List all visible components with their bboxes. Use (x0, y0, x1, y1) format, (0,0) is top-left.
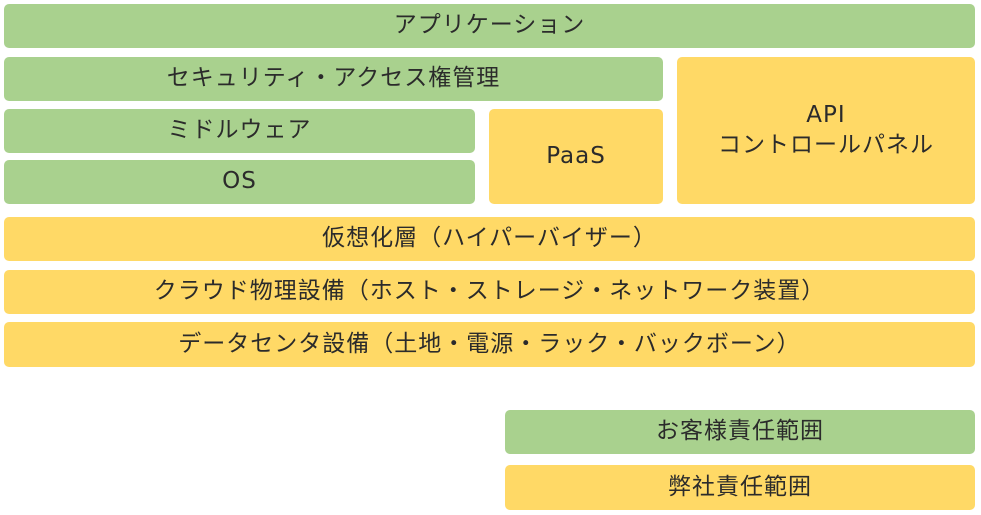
hypervisor-label: 仮想化層（ハイパーバイザー） (322, 225, 657, 252)
legend-customer-label: お客様責任範囲 (656, 418, 824, 445)
datacenter-facility-label: データセンタ設備（土地・電源・ラック・バックボーン） (178, 330, 801, 357)
api-label: API (806, 101, 846, 128)
paas-label: PaaS (546, 142, 606, 169)
legend-provider-label: 弊社責任範囲 (668, 473, 812, 500)
cloud-physical-infra-layer: クラウド物理設備（ホスト・ストレージ・ネットワーク装置） (4, 270, 975, 314)
application-label: アプリケーション (393, 12, 586, 39)
middleware-layer: ミドルウェア (4, 109, 475, 153)
os-layer: OS (4, 160, 475, 204)
legend-provider-responsibility: 弊社責任範囲 (505, 465, 975, 510)
cloud-physical-infra-label: クラウド物理設備（ホスト・ストレージ・ネットワーク装置） (153, 278, 826, 305)
security-access-label: セキュリティ・アクセス権管理 (166, 65, 501, 92)
paas-layer: PaaS (489, 109, 663, 204)
application-layer: アプリケーション (4, 4, 975, 48)
legend-customer-responsibility: お客様責任範囲 (505, 410, 975, 454)
os-label: OS (222, 168, 257, 195)
datacenter-facility-layer: データセンタ設備（土地・電源・ラック・バックボーン） (4, 322, 975, 367)
hypervisor-layer: 仮想化層（ハイパーバイザー） (4, 217, 975, 261)
middleware-label: ミドルウェア (167, 117, 312, 144)
control-panel-label: コントロールパネル (718, 131, 934, 158)
security-access-layer: セキュリティ・アクセス権管理 (4, 57, 663, 101)
api-control-panel-layer: API コントロールパネル (677, 57, 975, 204)
